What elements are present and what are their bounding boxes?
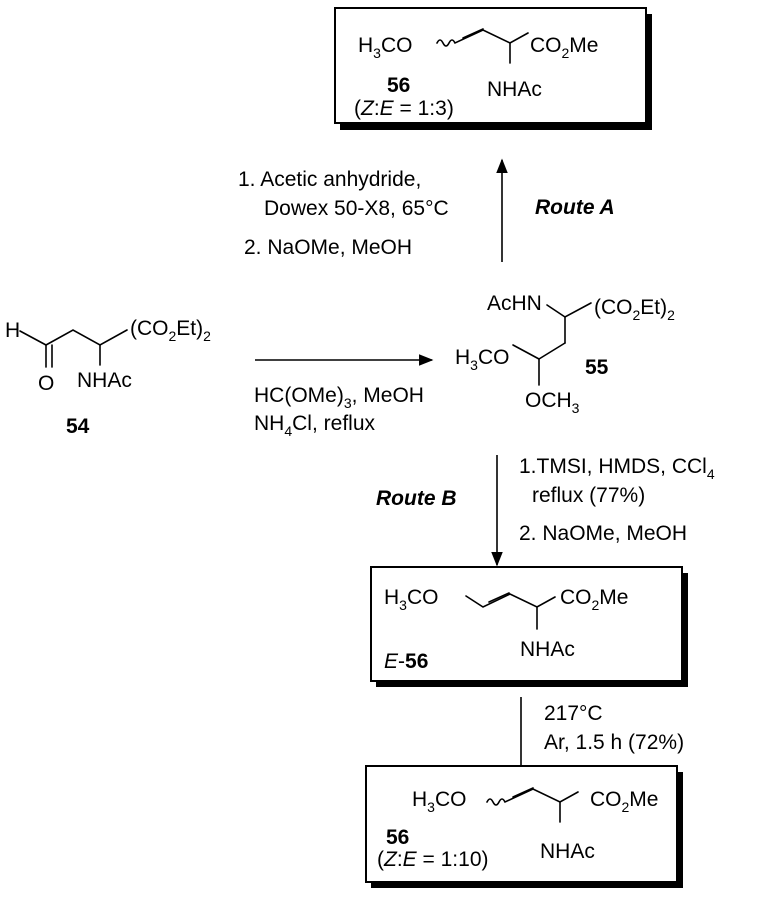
route-a-label: Route A <box>535 196 615 219</box>
route-b: Route B 1.TMSI, HMDS, CCl4 reflux (77%) … <box>376 455 715 567</box>
thermal-isomerization: 217°C Ar, 1.5 h (72%) <box>515 697 684 780</box>
svg-text:CO2Me: CO2Me <box>560 586 628 613</box>
compound-number-56: 56 <box>387 74 410 97</box>
svg-text:Ar, 1.5 h (72%): Ar, 1.5 h (72%) <box>544 731 684 754</box>
svg-text:H3CO: H3CO <box>384 586 438 613</box>
route-a: 1. Acetic anhydride, Dowex 50-X8, 65°C 2… <box>238 158 615 262</box>
svg-text:NHAc: NHAc <box>487 78 542 101</box>
compound-56-bottom: H3CO CO2Me NHAc 56 (Z:E = 1:10) <box>365 765 683 888</box>
svg-text:1.TMSI, HMDS, CCl4: 1.TMSI, HMDS, CCl4 <box>519 455 715 482</box>
svg-text:E-56: E-56 <box>384 650 428 673</box>
compound-number-55: 55 <box>585 356 609 379</box>
svg-text:NHAc: NHAc <box>520 638 575 661</box>
svg-text:reflux (77%): reflux (77%) <box>532 484 645 507</box>
compound-number-54: 54 <box>66 415 90 438</box>
svg-text:H3CO: H3CO <box>358 34 412 61</box>
svg-text:O: O <box>38 372 54 395</box>
svg-text:H3CO: H3CO <box>455 346 509 373</box>
svg-text:1. Acetic anhydride,: 1. Acetic anhydride, <box>238 168 421 191</box>
svg-text:2. NaOMe, MeOH: 2. NaOMe, MeOH <box>244 236 412 259</box>
compound-e-56: H3CO CO2Me NHAc E-56 <box>370 566 688 687</box>
svg-text:OCH3: OCH3 <box>525 389 580 416</box>
svg-text:217°C: 217°C <box>544 702 603 725</box>
svg-text:(CO2Et)2: (CO2Et)2 <box>130 317 211 344</box>
svg-text:(Z:E = 1:10): (Z:E = 1:10) <box>377 848 489 871</box>
svg-text:Dowex 50-X8, 65°C: Dowex 50-X8, 65°C <box>264 197 449 220</box>
svg-text:H: H <box>5 319 20 342</box>
svg-text:NH4Cl, reflux: NH4Cl, reflux <box>254 412 375 439</box>
svg-text:NHAc: NHAc <box>540 840 595 863</box>
svg-text:CO2Me: CO2Me <box>530 34 598 61</box>
svg-text:(CO2Et)2: (CO2Et)2 <box>594 296 675 323</box>
route-b-label: Route B <box>376 487 457 510</box>
svg-text:2. NaOMe, MeOH: 2. NaOMe, MeOH <box>519 522 687 545</box>
compound-54: H O (CO2Et)2 NHAc 54 <box>5 317 211 438</box>
compound-55: AcHN (CO2Et)2 H3CO OCH3 55 <box>455 292 675 416</box>
svg-text:AcHN: AcHN <box>487 292 542 315</box>
acetalization: HC(OMe)3, MeOH NH4Cl, reflux <box>254 354 434 439</box>
svg-text:CO2Me: CO2Me <box>590 788 658 815</box>
svg-text:HC(OMe)3, MeOH: HC(OMe)3, MeOH <box>254 384 424 411</box>
svg-text:H3CO: H3CO <box>412 788 466 815</box>
svg-text:NHAc: NHAc <box>77 369 132 392</box>
compound-56-top: H3CO CO2Me NHAc 56 (Z:E = 1:3) <box>334 7 652 130</box>
compound-number-56-bottom: 56 <box>386 826 409 849</box>
svg-text:(Z:E = 1:3): (Z:E = 1:3) <box>354 97 454 120</box>
